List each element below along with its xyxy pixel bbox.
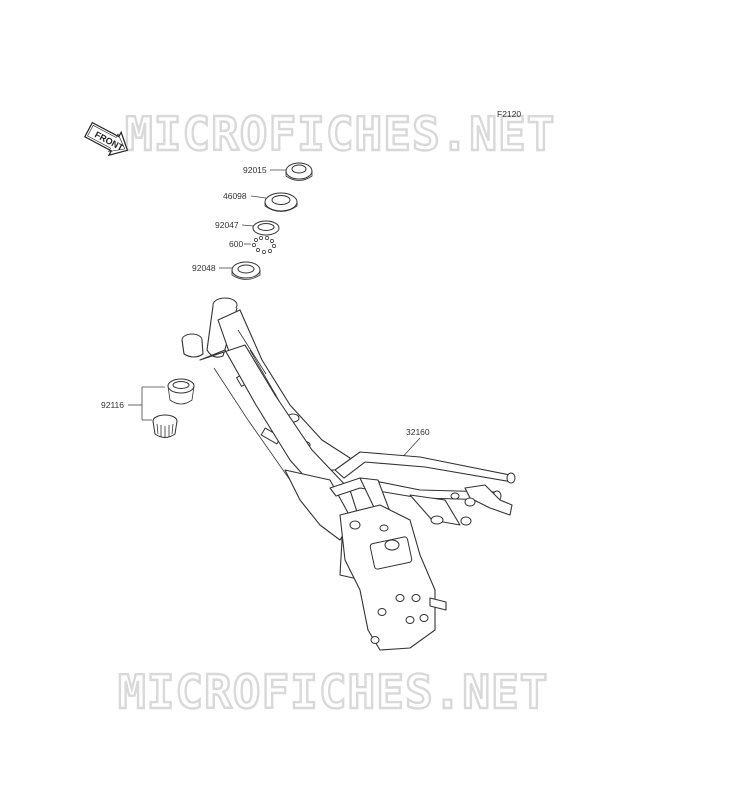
- part-label-46098: 46098: [223, 191, 247, 201]
- part-32160-frame: 32160: [181, 297, 516, 651]
- part-92015: 92015: [243, 162, 313, 181]
- part-label-92015: 92015: [243, 165, 267, 175]
- watermark-bottom: MICROFICHES.NET: [118, 665, 548, 719]
- part-600: 600: [229, 236, 276, 254]
- part-label-32160: 32160: [406, 427, 430, 437]
- part-label-92116: 92116: [101, 400, 124, 410]
- part-92116: 92116: [101, 378, 195, 438]
- part-label-92048: 92048: [192, 263, 216, 273]
- part-label-92047: 92047: [215, 220, 239, 230]
- part-92048: 92048: [192, 261, 261, 280]
- part-46098: 46098: [223, 191, 298, 212]
- watermark-top: MICROFICHES.NET: [125, 107, 555, 161]
- part-92047: 92047: [215, 220, 280, 236]
- part-label-600: 600: [229, 239, 243, 249]
- figure-code: F2120: [497, 109, 521, 119]
